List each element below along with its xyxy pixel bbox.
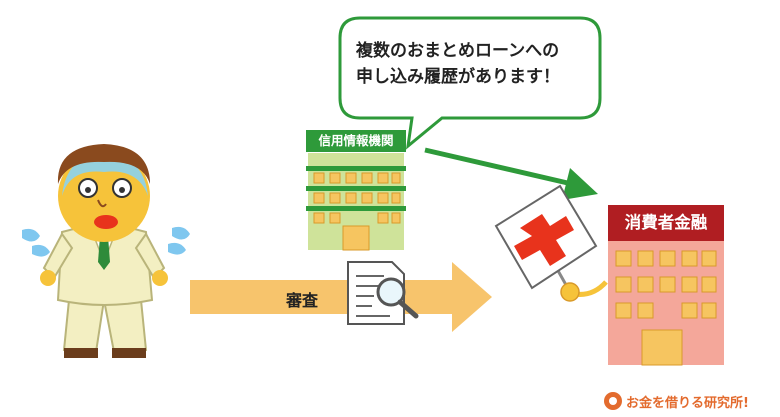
brand-text: お金を借りる研究所!	[626, 396, 749, 411]
speech-bubble	[338, 16, 602, 150]
report-arrow	[424, 147, 598, 200]
speech-bubble-line-1: 複数のおまとめローンへの	[356, 41, 560, 61]
brand-logo-icon	[604, 392, 622, 410]
lender-building	[608, 205, 724, 366]
rejection-sign	[494, 184, 608, 302]
credit-bureau-building	[306, 130, 406, 251]
screening-arrow	[190, 262, 492, 332]
screening-label: 審査	[286, 291, 319, 310]
speech-bubble-line-2: 申し込み履歴があります！	[356, 67, 560, 87]
lender-label: 消費者金融	[624, 213, 708, 232]
cross-icon	[514, 214, 574, 266]
worried-man	[22, 144, 190, 358]
speech-bubble-text: 複数のおまとめローンへの 申し込み履歴があります！	[356, 38, 596, 90]
credit-bureau-label: 信用情報機関	[318, 133, 394, 148]
document-search-icon	[347, 261, 419, 325]
